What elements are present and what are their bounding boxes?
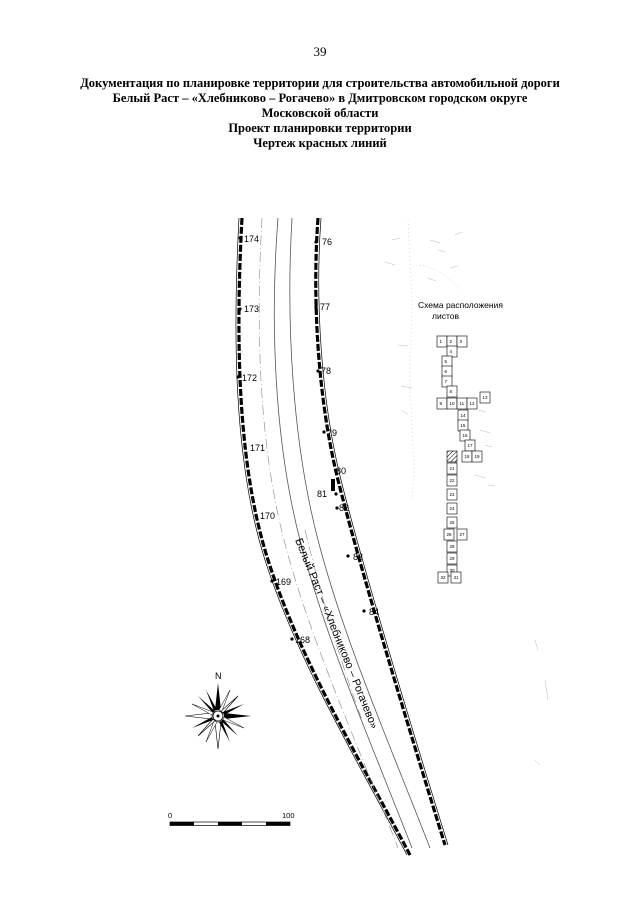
- sheet-box-8: [446, 385, 458, 398]
- scale-end-label: 100: [282, 811, 295, 820]
- road-edge-right: [289, 217, 431, 849]
- sheet-label-9: 9: [440, 401, 443, 406]
- sheet-label-21: 21: [450, 466, 456, 471]
- point-label-77: 77: [320, 302, 330, 312]
- sheet-label-12: 12: [470, 401, 476, 406]
- sheet-label-23: 23: [450, 492, 456, 497]
- sheet-label-27: 27: [460, 532, 466, 537]
- sheet-box-22: [446, 474, 458, 487]
- point-markers: [236, 236, 366, 641]
- sheet-box-27: [456, 528, 468, 541]
- point-label-82: 82: [339, 503, 349, 513]
- sheet-label-29: 29: [450, 556, 456, 561]
- sheet-box-20: [446, 450, 458, 463]
- sheet-label-6: 6: [445, 369, 448, 374]
- header-line-2: Белый Раст – «Хлебниково – Рогачево» в Д…: [112, 91, 528, 105]
- sheet-box-28: [446, 540, 458, 553]
- point-label-81: 81: [317, 489, 327, 499]
- sheet-label-7: 7: [445, 379, 448, 384]
- scale-start-label: 0: [168, 811, 172, 820]
- road-centerline-2: [304, 529, 363, 721]
- sheet-label-10: 10: [450, 401, 456, 406]
- sheet-box-26: [443, 528, 455, 541]
- sheet-box-21: [446, 462, 458, 475]
- point-label-80: 80: [336, 466, 346, 476]
- sheet-label-31: 31: [454, 575, 460, 580]
- sheet-label-28: 28: [450, 544, 456, 549]
- point-label-78: 78: [321, 366, 331, 376]
- key-map-title-line-2: листов: [432, 311, 459, 321]
- sheet-box-25: [446, 516, 458, 529]
- sheet-box-24: [446, 502, 458, 515]
- red-line-left-edge: [235, 217, 408, 856]
- page-number: 39: [313, 44, 327, 59]
- road-edge-left: [273, 217, 413, 849]
- sheet-box-23: [446, 488, 458, 501]
- sheet-label-22: 22: [450, 478, 456, 483]
- sheet-box-19: [471, 450, 483, 463]
- red-line-left: [237, 217, 412, 856]
- sheet-box-31: [450, 571, 462, 584]
- point-label-84: 84: [369, 607, 379, 617]
- sheet-label-15: 15: [461, 423, 467, 428]
- point-label-76: 76: [322, 237, 332, 247]
- road-geometry: [235, 217, 449, 856]
- point-label-168: 168: [295, 635, 310, 645]
- sheet-box-29: [446, 552, 458, 565]
- point-label-173: 173: [244, 304, 259, 314]
- left-line-labels: 174 173 172 171 170 169 168: [242, 234, 310, 645]
- key-map-title-line-1: Схема расположения: [418, 300, 503, 310]
- sheet-box-32: [437, 571, 449, 584]
- point-label-171: 171: [250, 443, 265, 453]
- point-label-169: 169: [276, 577, 291, 587]
- red-line-right-edge: [318, 217, 449, 846]
- scale-bar: 0 100: [168, 811, 295, 826]
- sheet-label-16: 16: [463, 433, 469, 438]
- red-line-right: [314, 217, 447, 846]
- sheet-label-3: 3: [460, 339, 463, 344]
- point-label-174: 174: [244, 234, 259, 244]
- sheet-label-5: 5: [445, 359, 448, 364]
- sheet-label-4: 4: [450, 349, 453, 354]
- sheet-label-19: 19: [475, 454, 481, 459]
- point-label-79: 79: [327, 428, 337, 438]
- header-line-3: Московской области: [261, 106, 379, 120]
- sheet-label-30: 30: [450, 568, 456, 573]
- sheet-label-14: 14: [461, 413, 467, 418]
- right-line-labels: 76 77 78 79 80 81 82 83 84: [317, 237, 379, 617]
- header-line-5: Чертеж красных линий: [253, 136, 387, 150]
- sheet-label-11: 11: [460, 401, 465, 406]
- sheet-box-13: [479, 391, 491, 404]
- sheet-label-8: 8: [450, 389, 453, 394]
- road-name-label: Белый Раст – «Хлебниково – Рогачево»: [292, 537, 380, 731]
- north-label: N: [215, 671, 222, 681]
- point-label-170: 170: [260, 511, 275, 521]
- compass-rose-icon: N: [184, 671, 251, 750]
- sheet-box-3: [456, 335, 468, 348]
- sheet-label-25: 25: [450, 520, 456, 525]
- key-map-background-marks: [384, 219, 549, 766]
- sheet-label-24: 24: [450, 506, 456, 511]
- sheet-label-32: 32: [441, 575, 447, 580]
- sheet-box-12: [466, 397, 478, 410]
- document-header: Документация по планировке территории дл…: [20, 76, 620, 151]
- road-centerline: [258, 217, 399, 849]
- header-line-4: Проект планировки территории: [228, 121, 412, 135]
- header-line-1: Документация по планировке территории дл…: [80, 76, 560, 90]
- sheet-label-26: 26: [447, 532, 453, 537]
- sheet-label-18: 18: [465, 454, 471, 459]
- point-label-83: 83: [353, 552, 363, 562]
- sheet-label-1: 1: [440, 339, 443, 344]
- sheet-label-17: 17: [468, 443, 474, 448]
- sheet-label-13: 13: [483, 395, 489, 400]
- sheet-label-2: 2: [450, 339, 453, 344]
- point-label-172: 172: [242, 373, 257, 383]
